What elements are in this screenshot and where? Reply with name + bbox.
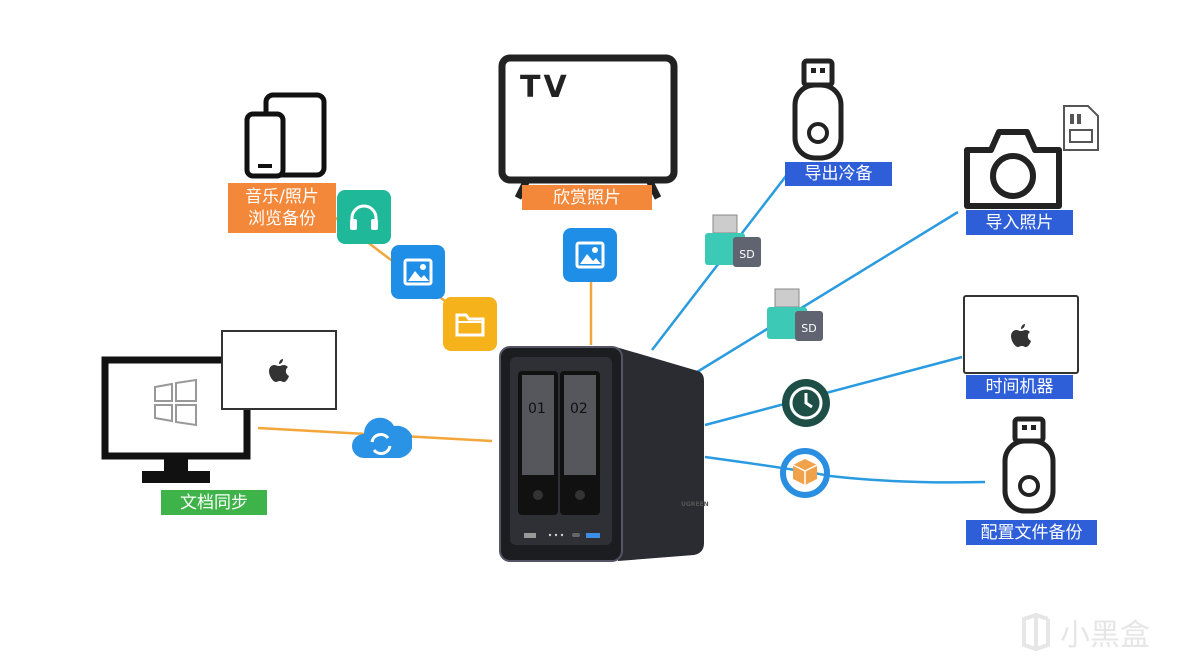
camera-icon	[964, 129, 1062, 209]
bay-1-label: 01	[528, 401, 546, 417]
label-import-photos: 导入照片	[966, 210, 1073, 235]
usb-sd-reader-icon: SD	[765, 287, 825, 343]
mac-screen-icon	[963, 295, 1079, 374]
phone-tablet-icon	[244, 92, 327, 179]
label-time-machine: 时间机器	[966, 375, 1073, 399]
usb-sd-reader-icon: SD	[703, 213, 763, 269]
headphones-icon	[337, 190, 391, 244]
image-icon	[563, 228, 617, 282]
apple-logo-icon	[1011, 323, 1031, 347]
label-watch-photos: 欣赏照片	[522, 185, 652, 210]
label-config-backup: 配置文件备份	[966, 520, 1097, 545]
line-config	[704, 455, 986, 484]
folder-icon	[443, 297, 497, 351]
sim-card-icon	[1063, 105, 1099, 151]
sd-text: SD	[801, 322, 816, 335]
bay-2-label: 02	[570, 401, 588, 417]
label-doc-sync: 文档同步	[161, 490, 267, 515]
image-icon	[391, 245, 445, 299]
watermark-logo-icon	[1022, 613, 1050, 651]
windows-logo-icon	[154, 378, 197, 427]
apple-logo-icon	[269, 359, 289, 382]
label-export-cold: 导出冷备	[785, 162, 892, 186]
tv-icon	[498, 54, 678, 200]
nas-device: 01 02 UGREEN	[498, 343, 709, 563]
line-import	[696, 210, 959, 374]
backup-cube-icon	[780, 448, 830, 498]
line-timemachine	[704, 355, 963, 427]
mac-screen-icon	[221, 330, 337, 410]
watermark-text: 小黑盒	[1060, 618, 1150, 653]
brand-logo: UGREEN	[681, 501, 709, 508]
cloud-sync-icon	[352, 417, 412, 458]
sd-text: SD	[739, 248, 754, 261]
tv-text: TV	[520, 70, 570, 105]
usb-drive-icon	[1002, 416, 1056, 514]
label-music-photo: 音乐/照片 浏览备份	[228, 183, 336, 233]
usb-drive-icon	[792, 58, 844, 161]
time-machine-icon	[782, 379, 830, 427]
watermark: 小黑盒	[1020, 610, 1150, 654]
